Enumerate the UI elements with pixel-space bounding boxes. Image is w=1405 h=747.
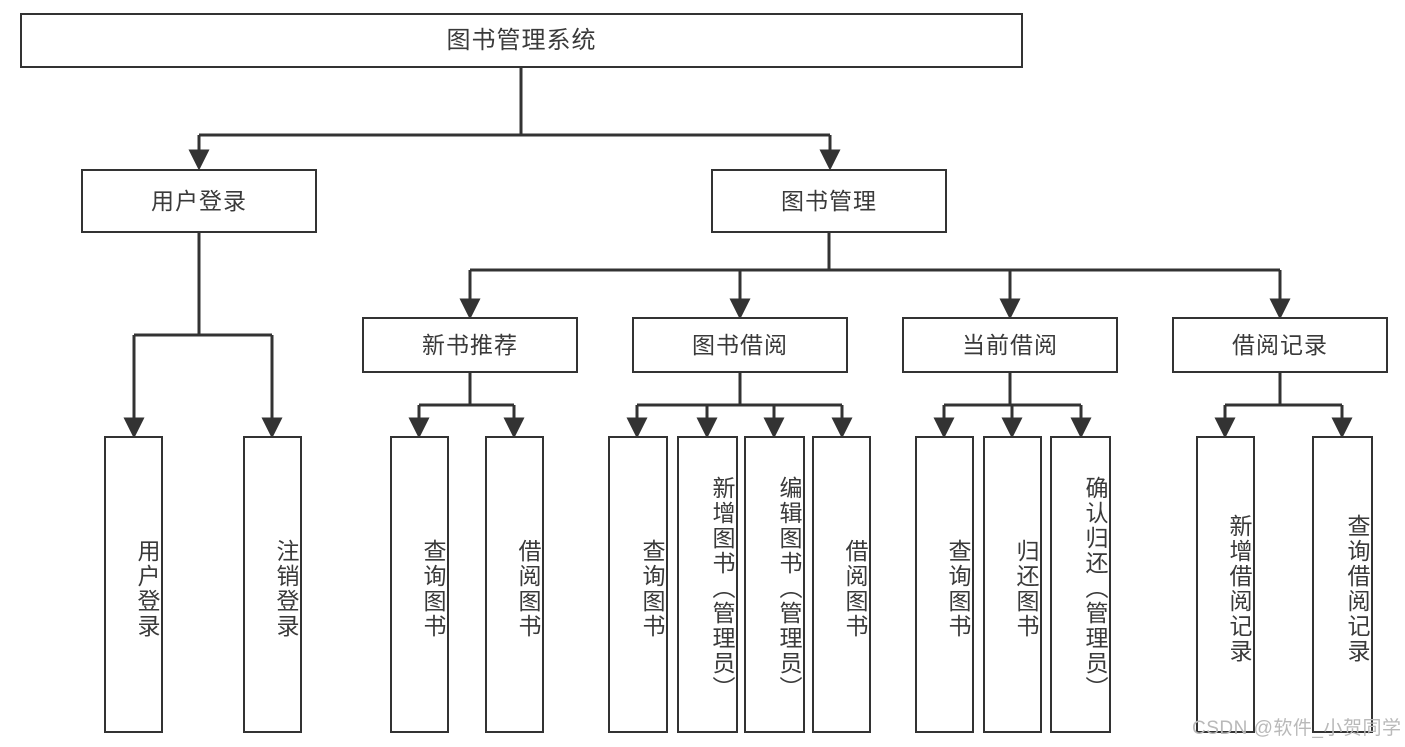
leaf-edit-book-admin[interactable]: 编辑图书（管理员） [744, 436, 805, 733]
leaf-add-book-admin[interactable]: 新增图书（管理员） [677, 436, 738, 733]
leaf-query-book-recommend[interactable]: 查询图书 [390, 436, 449, 733]
leaf-query-book-borrow[interactable]: 查询图书 [608, 436, 668, 733]
leaf-query-book-current[interactable]: 查询图书 [915, 436, 974, 733]
node-book-borrow[interactable]: 图书借阅 [632, 317, 848, 373]
leaf-borrow-book[interactable]: 借阅图书 [812, 436, 871, 733]
leaf-add-borrow-record[interactable]: 新增借阅记录 [1196, 436, 1255, 733]
leaf-logout[interactable]: 注销登录 [243, 436, 302, 733]
node-new-book-recommend[interactable]: 新书推荐 [362, 317, 578, 373]
leaf-return-book[interactable]: 归还图书 [983, 436, 1042, 733]
node-user-login[interactable]: 用户登录 [81, 169, 317, 233]
leaf-confirm-return-admin[interactable]: 确认归还（管理员） [1050, 436, 1111, 733]
node-root[interactable]: 图书管理系统 [20, 13, 1023, 68]
node-current-borrow[interactable]: 当前借阅 [902, 317, 1118, 373]
leaf-query-borrow-record[interactable]: 查询借阅记录 [1312, 436, 1373, 733]
node-borrow-record[interactable]: 借阅记录 [1172, 317, 1388, 373]
node-book-management[interactable]: 图书管理 [711, 169, 947, 233]
leaf-borrow-book-recommend[interactable]: 借阅图书 [485, 436, 544, 733]
watermark: CSDN @软件_小贺同学 [1192, 718, 1402, 739]
leaf-user-login[interactable]: 用户登录 [104, 436, 163, 733]
